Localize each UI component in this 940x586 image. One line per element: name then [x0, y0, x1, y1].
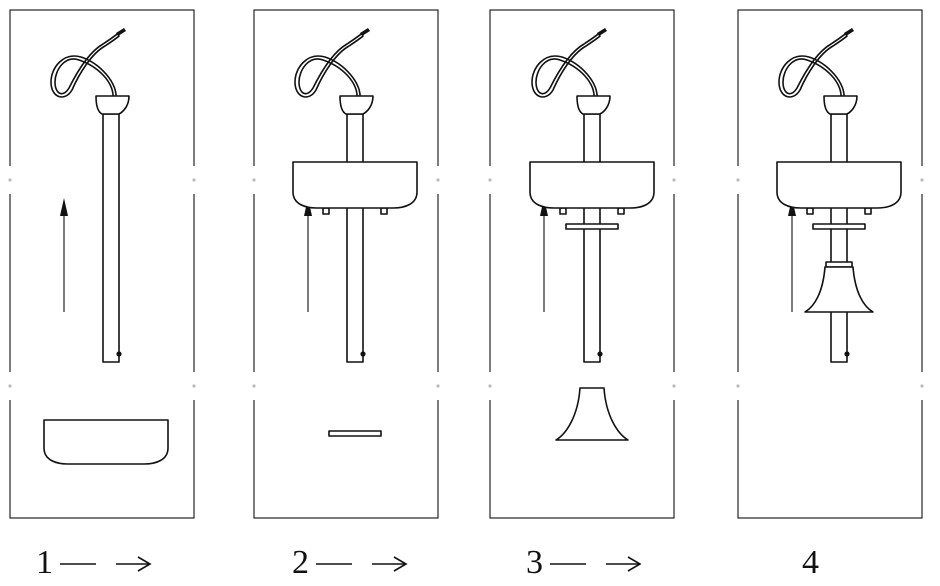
locking-ring-icon: [565, 223, 619, 230]
bell-shade-icon: [804, 266, 874, 313]
next-step-arrow-1: [60, 556, 152, 572]
downrod-icon: [830, 113, 850, 363]
up-arrow-icon: [60, 198, 68, 312]
ceiling-canopy-icon: [576, 95, 611, 115]
light-bowl-icon: [776, 161, 902, 209]
step-number-4: 4: [802, 544, 819, 581]
step-panel-2: [251, 9, 441, 519]
step-panel-4: [735, 9, 925, 519]
cable-icon: [50, 28, 126, 101]
downrod-icon: [583, 113, 603, 363]
light-bowl-icon: [43, 419, 169, 465]
ceiling-canopy-icon: [823, 95, 858, 115]
up-arrow-icon: [540, 198, 548, 312]
light-bowl-icon: [529, 161, 655, 209]
up-arrow-icon: [788, 198, 796, 312]
step-number-1: 1: [36, 544, 53, 581]
locking-ring-icon: [812, 223, 866, 230]
cable-icon: [294, 28, 370, 101]
step-number-2: 2: [292, 544, 309, 581]
step-panel-1: [7, 9, 197, 519]
cable-icon: [531, 28, 607, 101]
downrod-icon: [346, 113, 366, 363]
next-step-arrow-3: [550, 556, 642, 572]
ceiling-canopy-icon: [339, 95, 374, 115]
light-bowl-icon: [292, 161, 418, 209]
downrod-icon: [102, 113, 122, 363]
step-number-3: 3: [526, 544, 543, 581]
cable-icon: [778, 28, 854, 101]
bell-shade-icon: [555, 387, 629, 441]
ceiling-canopy-icon: [95, 95, 130, 115]
next-step-arrow-2: [316, 556, 408, 572]
locking-ring-icon: [328, 430, 382, 437]
up-arrow-icon: [304, 198, 312, 312]
step-panel-3: [487, 9, 677, 519]
